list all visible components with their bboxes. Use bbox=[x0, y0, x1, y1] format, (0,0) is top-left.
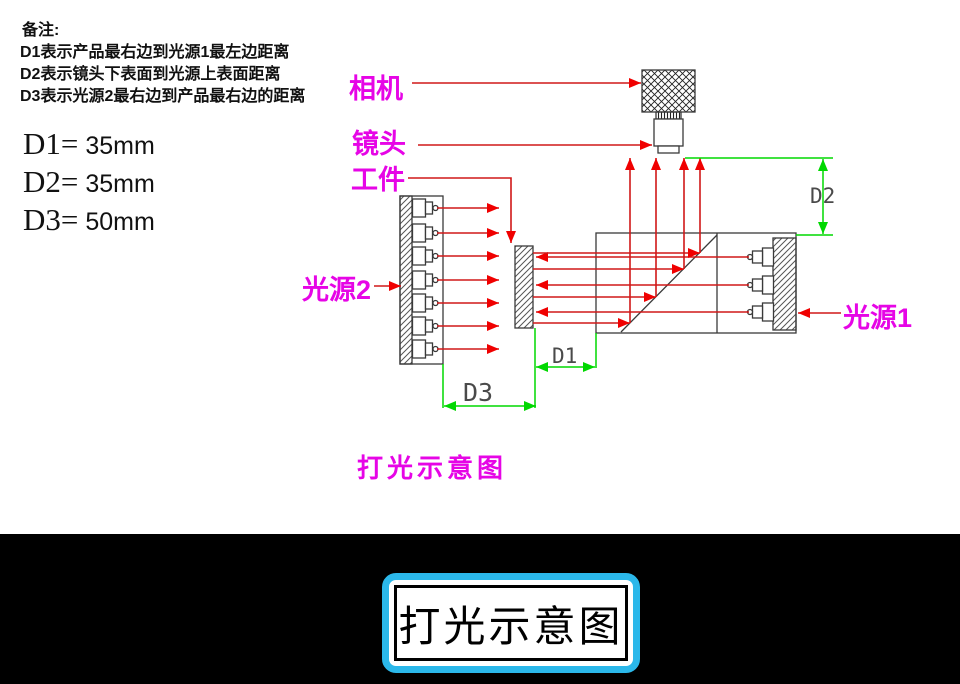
notes-title: 备注: bbox=[22, 22, 60, 39]
label-workpiece: 工件 bbox=[351, 165, 405, 195]
dimension-label-d1: D1 bbox=[552, 344, 578, 368]
title-box: 打光示意图 bbox=[382, 573, 640, 673]
dimension-label-d3: D3 bbox=[463, 378, 494, 407]
measurement-d1-label: D1= bbox=[23, 126, 79, 161]
bottom-banner: 打光示意图 bbox=[0, 534, 960, 684]
label-leader-arrows bbox=[374, 78, 841, 318]
lens-icon bbox=[653, 118, 684, 154]
measurement-d1: D1=35mm bbox=[23, 126, 155, 162]
note-line-d2: D2表示镜头下表面到光源上表面距离 bbox=[20, 66, 281, 83]
diagram-canvas bbox=[374, 69, 841, 411]
note-line-d1: D1表示产品最右边到光源1最左边距离 bbox=[20, 44, 290, 61]
label-lens: 镜头 bbox=[352, 129, 406, 159]
led-array-2 bbox=[411, 198, 439, 359]
measurement-d2: D2=35mm bbox=[23, 164, 155, 200]
workpiece-icon bbox=[514, 245, 534, 329]
measurement-d3: D3=50mm bbox=[23, 202, 155, 238]
measurement-d3-value: 50mm bbox=[85, 208, 155, 236]
camera-icon bbox=[641, 69, 696, 120]
measurement-d2-value: 35mm bbox=[85, 170, 155, 198]
note-line-d3: D3表示光源2最右边到产品最右边的距离 bbox=[20, 88, 306, 105]
measurement-d2-label: D2= bbox=[23, 164, 79, 199]
dimension-lines bbox=[442, 157, 833, 411]
light-rays bbox=[437, 158, 749, 354]
title-box-inner: 打光示意图 bbox=[394, 585, 628, 661]
led-array-1 bbox=[746, 247, 775, 322]
banner-title: 打光示意图 bbox=[398, 604, 624, 651]
label-light-source-1: 光源1 bbox=[843, 303, 913, 333]
light-source-2-icon bbox=[399, 195, 444, 365]
light-source-1-icon bbox=[746, 237, 797, 331]
label-light-source-2: 光源2 bbox=[302, 275, 372, 305]
diagram-caption: 打光示意图 bbox=[357, 453, 508, 483]
label-camera: 相机 bbox=[349, 74, 403, 104]
measurement-d3-label: D3= bbox=[23, 202, 79, 237]
measurement-d1-value: 35mm bbox=[85, 132, 155, 160]
dimension-label-d2: D2 bbox=[810, 184, 836, 208]
